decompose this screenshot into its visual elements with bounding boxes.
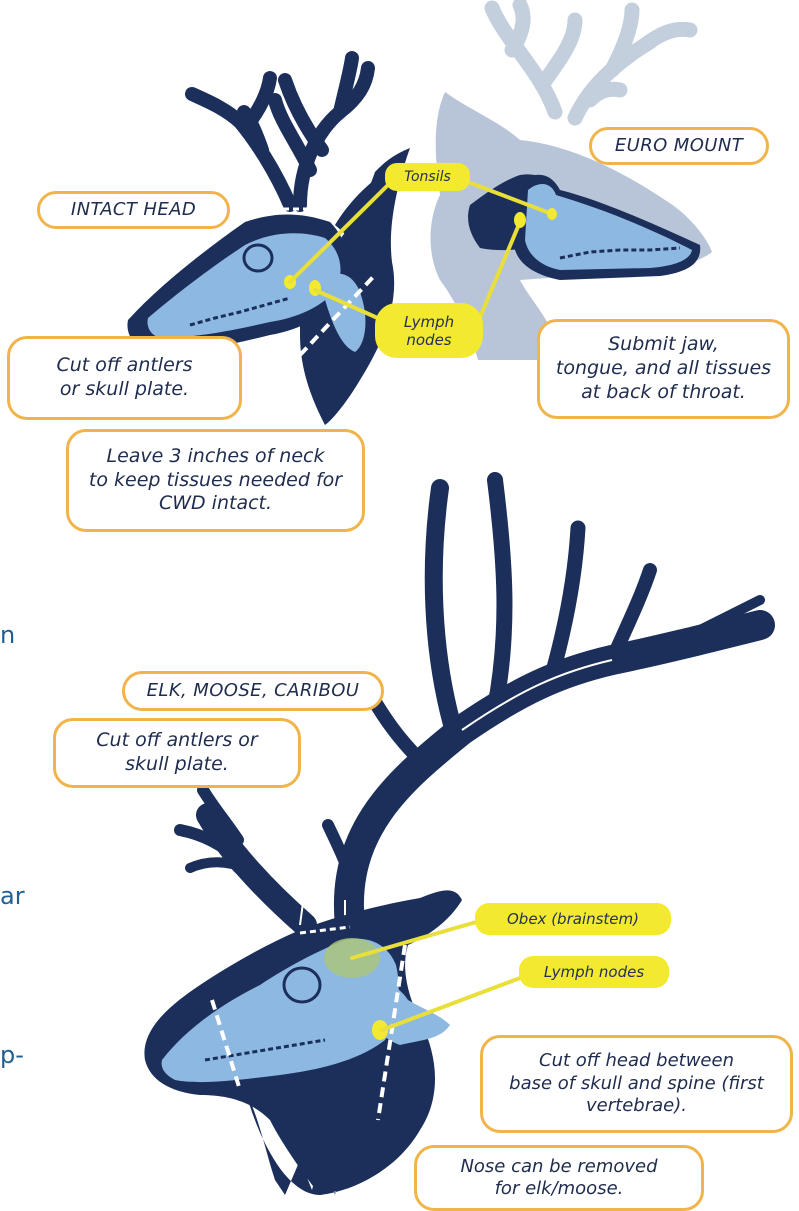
- left-edge-fragment-3: p-: [0, 1043, 24, 1067]
- euro-mount-lymph-spot: [514, 212, 526, 228]
- elk-lymph-nodes-label: Lymph nodes: [519, 956, 669, 988]
- tonsils-label: Tonsils: [385, 163, 470, 191]
- elk-nose-note: Nose can be removed for elk/moose.: [414, 1145, 704, 1211]
- elk-cut-head-note: Cut off head between base of skull and s…: [480, 1035, 793, 1133]
- intact-head-title: INTACT HEAD: [37, 191, 230, 229]
- deer-neck-note: Leave 3 inches of neck to keep tissues n…: [66, 429, 365, 532]
- deer-lymph-nodes-label: Lymph nodes: [375, 303, 483, 358]
- left-edge-fragment-2: ar: [0, 884, 25, 908]
- intact-deer-antlers: [192, 58, 368, 205]
- elk-title: ELK, MOOSE, CARIBOU: [122, 671, 384, 711]
- left-edge-fragment-1: n: [0, 623, 15, 647]
- obex-label: Obex (brainstem): [475, 903, 671, 935]
- elk-cut-antlers-note: Cut off antlers or skull plate.: [53, 718, 301, 788]
- euro-mount-ghost-antlers: [492, 5, 690, 118]
- euro-mount-submit-note: Submit jaw, tongue, and all tissues at b…: [537, 319, 790, 419]
- deer-cut-antlers-note: Cut off antlers or skull plate.: [7, 336, 242, 420]
- euro-mount-tonsil-spot: [547, 208, 557, 220]
- euro-mount-title: EURO MOUNT: [589, 127, 769, 165]
